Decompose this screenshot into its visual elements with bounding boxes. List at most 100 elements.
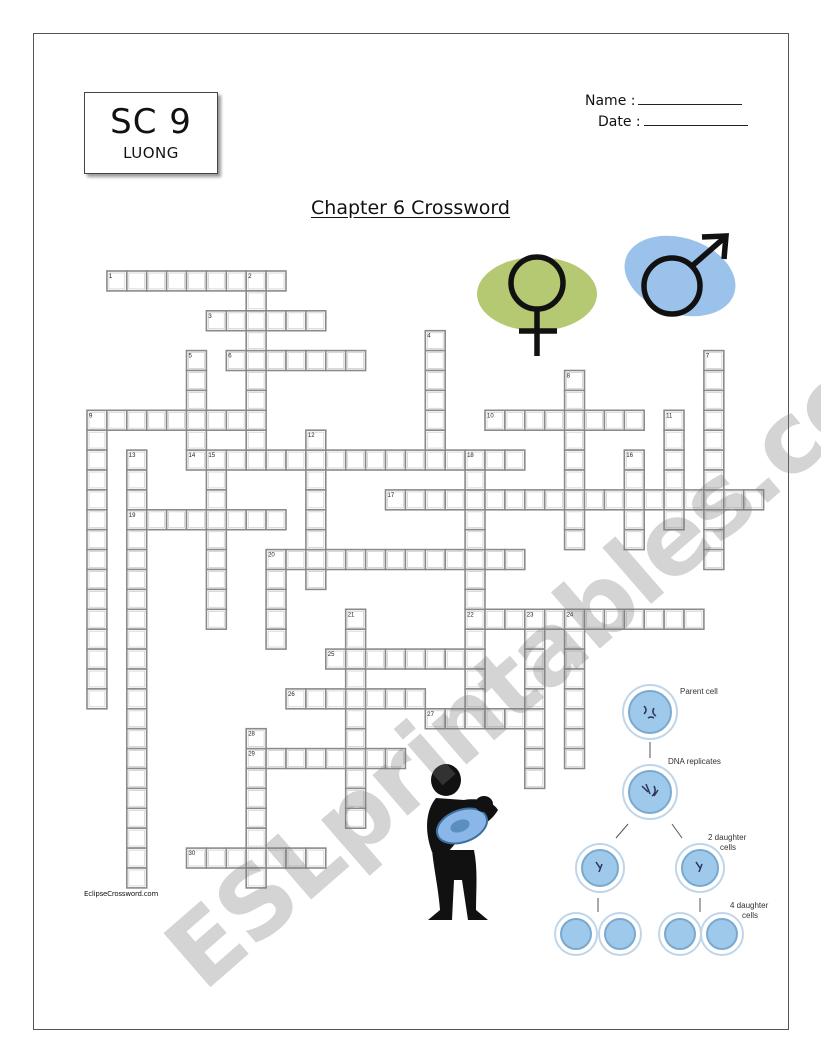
crossword-cell[interactable] bbox=[86, 429, 108, 451]
crossword-cell[interactable] bbox=[703, 409, 725, 431]
crossword-cell[interactable]: 15 bbox=[205, 449, 228, 471]
crossword-cell[interactable] bbox=[225, 409, 248, 431]
date-field[interactable]: Date : bbox=[598, 113, 748, 130]
crossword-cell[interactable] bbox=[305, 309, 327, 332]
crossword-cell[interactable] bbox=[484, 707, 506, 730]
crossword-cell[interactable] bbox=[305, 469, 327, 491]
crossword-cell[interactable] bbox=[523, 727, 546, 750]
crossword-cell[interactable] bbox=[265, 508, 287, 531]
crossword-cell[interactable] bbox=[324, 688, 347, 710]
crossword-cell[interactable] bbox=[563, 389, 586, 412]
crossword-cell[interactable] bbox=[523, 747, 546, 770]
crossword-cell[interactable] bbox=[245, 329, 267, 352]
crossword-cell[interactable] bbox=[185, 389, 208, 412]
crossword-cell[interactable] bbox=[424, 648, 446, 670]
crossword-cell[interactable] bbox=[344, 707, 367, 730]
crossword-cell[interactable] bbox=[145, 270, 168, 292]
crossword-cell[interactable] bbox=[265, 270, 287, 292]
crossword-cell[interactable] bbox=[126, 270, 148, 292]
crossword-cell[interactable] bbox=[86, 668, 108, 690]
crossword-cell[interactable] bbox=[484, 548, 506, 571]
crossword-cell[interactable] bbox=[225, 309, 248, 332]
crossword-cell[interactable] bbox=[86, 608, 108, 630]
crossword-cell[interactable] bbox=[703, 508, 725, 531]
crossword-cell[interactable]: 23 bbox=[523, 608, 546, 630]
crossword-cell[interactable] bbox=[464, 528, 486, 551]
crossword-cell[interactable] bbox=[623, 528, 645, 551]
crossword-cell[interactable] bbox=[384, 648, 407, 670]
crossword-cell[interactable]: 28 bbox=[245, 727, 267, 750]
crossword-cell[interactable] bbox=[305, 349, 327, 372]
crossword-cell[interactable] bbox=[344, 787, 367, 810]
crossword-cell[interactable] bbox=[145, 409, 168, 431]
crossword-cell[interactable] bbox=[265, 349, 287, 372]
crossword-cell[interactable] bbox=[563, 449, 586, 471]
crossword-cell[interactable] bbox=[185, 429, 208, 451]
crossword-cell[interactable]: 1 bbox=[106, 270, 128, 292]
crossword-cell[interactable] bbox=[543, 608, 566, 630]
crossword-cell[interactable] bbox=[205, 847, 228, 869]
crossword-cell[interactable] bbox=[126, 489, 148, 511]
crossword-cell[interactable] bbox=[504, 548, 526, 571]
crossword-cell[interactable] bbox=[265, 309, 287, 332]
crossword-cell[interactable] bbox=[623, 409, 645, 431]
crossword-cell[interactable] bbox=[703, 429, 725, 451]
crossword-cell[interactable] bbox=[245, 867, 267, 889]
crossword-cell[interactable] bbox=[464, 707, 486, 730]
crossword-cell[interactable]: 20 bbox=[265, 548, 287, 571]
crossword-cell[interactable] bbox=[205, 548, 228, 571]
crossword-cell[interactable] bbox=[225, 508, 248, 531]
crossword-cell[interactable] bbox=[205, 528, 228, 551]
crossword-cell[interactable] bbox=[265, 847, 287, 869]
crossword-cell[interactable] bbox=[165, 409, 188, 431]
crossword-cell[interactable]: 19 bbox=[126, 508, 148, 531]
crossword-cell[interactable] bbox=[126, 867, 148, 889]
crossword-cell[interactable] bbox=[344, 727, 367, 750]
crossword-cell[interactable] bbox=[86, 528, 108, 551]
crossword-cell[interactable]: 3 bbox=[205, 309, 228, 332]
crossword-cell[interactable] bbox=[305, 449, 327, 471]
crossword-cell[interactable] bbox=[126, 827, 148, 849]
crossword-cell[interactable] bbox=[344, 668, 367, 690]
crossword-cell[interactable] bbox=[424, 369, 446, 392]
crossword-cell[interactable] bbox=[384, 548, 407, 571]
crossword-cell[interactable]: 30 bbox=[185, 847, 208, 869]
crossword-cell[interactable] bbox=[484, 449, 506, 471]
crossword-cell[interactable] bbox=[305, 508, 327, 531]
crossword-cell[interactable] bbox=[543, 489, 566, 511]
crossword-cell[interactable] bbox=[703, 449, 725, 471]
crossword-cell[interactable] bbox=[344, 548, 367, 571]
crossword-cell[interactable] bbox=[583, 489, 606, 511]
crossword-cell[interactable]: 2 bbox=[245, 270, 267, 292]
crossword-cell[interactable] bbox=[663, 508, 685, 531]
crossword-cell[interactable] bbox=[504, 489, 526, 511]
crossword-cell[interactable] bbox=[245, 508, 267, 531]
crossword-cell[interactable] bbox=[464, 548, 486, 571]
crossword-cell[interactable] bbox=[484, 608, 506, 630]
crossword-cell[interactable] bbox=[603, 608, 626, 630]
crossword-cell[interactable] bbox=[364, 648, 387, 670]
crossword-cell[interactable] bbox=[126, 409, 148, 431]
crossword-cell[interactable] bbox=[523, 707, 546, 730]
crossword-cell[interactable] bbox=[424, 389, 446, 412]
crossword-cell[interactable] bbox=[364, 747, 387, 770]
crossword-cell[interactable] bbox=[504, 707, 526, 730]
crossword-cell[interactable] bbox=[464, 628, 486, 650]
crossword-cell[interactable] bbox=[703, 548, 725, 571]
crossword-cell[interactable]: 6 bbox=[225, 349, 248, 372]
crossword-cell[interactable] bbox=[523, 628, 546, 650]
crossword-cell[interactable]: 13 bbox=[126, 449, 148, 471]
crossword-cell[interactable] bbox=[424, 409, 446, 431]
crossword-cell[interactable] bbox=[444, 489, 466, 511]
crossword-cell[interactable] bbox=[722, 489, 745, 511]
crossword-cell[interactable] bbox=[205, 409, 228, 431]
crossword-cell[interactable] bbox=[504, 608, 526, 630]
crossword-cell[interactable] bbox=[484, 489, 506, 511]
crossword-cell[interactable]: 5 bbox=[185, 349, 208, 372]
crossword-cell[interactable] bbox=[703, 369, 725, 392]
crossword-cell[interactable] bbox=[185, 369, 208, 392]
crossword-cell[interactable] bbox=[126, 469, 148, 491]
crossword-cell[interactable] bbox=[563, 628, 586, 650]
crossword-cell[interactable] bbox=[663, 469, 685, 491]
crossword-cell[interactable] bbox=[245, 827, 267, 849]
